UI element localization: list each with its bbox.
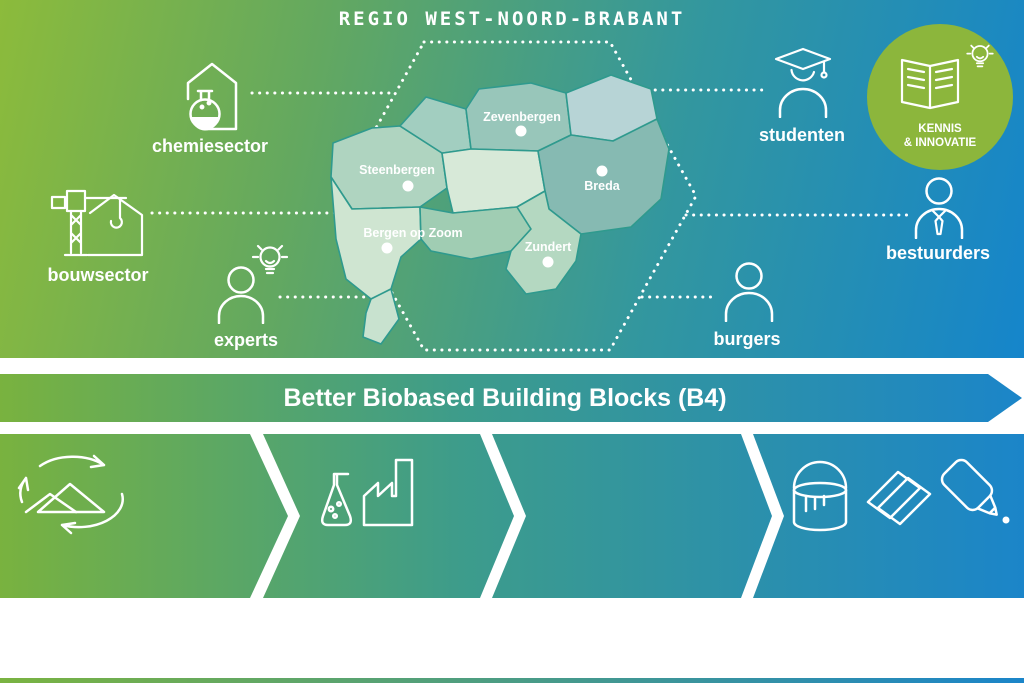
banner-title: Better Biobased Building Blocks (B4) bbox=[283, 383, 727, 412]
badge-text-line2: & INNOVATIE bbox=[903, 137, 977, 149]
badge-text-line1: KENNIS bbox=[918, 123, 962, 135]
region-title: REGIO WEST-NOORD-BRABANT bbox=[338, 8, 686, 30]
dotted-hexagon-outline bbox=[336, 40, 698, 352]
stakeholder-label-studenten: studenten bbox=[758, 125, 846, 145]
stakeholder-label-experts: experts bbox=[213, 330, 279, 350]
stakeholder-label-chemiesector: chemiesector bbox=[151, 136, 269, 156]
stakeholder-label-burgers: burgers bbox=[713, 329, 781, 349]
recycle-biomass-icon bbox=[17, 454, 124, 535]
student-graduate-icon bbox=[774, 47, 832, 118]
city-label-breda: Breda bbox=[584, 179, 620, 193]
person-icon bbox=[217, 266, 265, 324]
glue-bottle-icon bbox=[940, 458, 1010, 524]
city-dot-bergen-op-zoom bbox=[381, 242, 393, 254]
city-label-bergen-op-zoom: Bergen op Zoom bbox=[363, 226, 463, 240]
region-map bbox=[330, 74, 670, 345]
city-dot-breda bbox=[596, 165, 608, 177]
manager-tie-icon bbox=[914, 177, 964, 239]
chevron-step-3 bbox=[492, 434, 772, 598]
city-dot-zevenbergen bbox=[515, 125, 527, 137]
region-map-section: REGIO WEST-NOORD-BRABANT Zevenbergen Ste… bbox=[0, 0, 1024, 358]
chevron-step-1 bbox=[0, 434, 288, 598]
lightbulb-icon bbox=[251, 244, 289, 275]
bottom-gradient-strip bbox=[0, 678, 1024, 683]
city-dot-zundert bbox=[542, 256, 554, 268]
crane-house-icon bbox=[50, 189, 144, 257]
city-label-zundert: Zundert bbox=[524, 240, 572, 254]
kennis-innovatie-badge: KENNIS & INNOVATIE bbox=[867, 24, 1013, 170]
city-dots bbox=[381, 125, 608, 268]
open-book-lightbulb-icon bbox=[900, 44, 994, 110]
city-label-steenbergen: Steenbergen bbox=[359, 163, 435, 177]
map-and-connectors-layer bbox=[330, 40, 698, 352]
flask-factory-icon bbox=[320, 458, 414, 527]
b4-banner-arrow bbox=[0, 374, 1022, 422]
logos-footer: ★★★ ★★★ ★★★ ★★★ Gefinancierd door de Eur… bbox=[0, 598, 1024, 678]
chemistry-house-icon bbox=[186, 62, 238, 131]
stakeholder-label-bouwsector: bouwsector bbox=[47, 265, 149, 285]
process-flow-section: grondstoffen: suikers en lignine uit boo… bbox=[0, 434, 1024, 598]
city-dot-steenbergen bbox=[402, 180, 414, 192]
building-products-icon bbox=[792, 458, 1010, 532]
citizen-person-icon bbox=[724, 262, 774, 322]
stakeholder-label-bestuurders: bestuurders bbox=[885, 243, 991, 263]
process-chevrons-background bbox=[0, 434, 1024, 598]
city-label-zevenbergen: Zevenbergen bbox=[483, 110, 561, 124]
chevron-step-2 bbox=[263, 434, 514, 598]
